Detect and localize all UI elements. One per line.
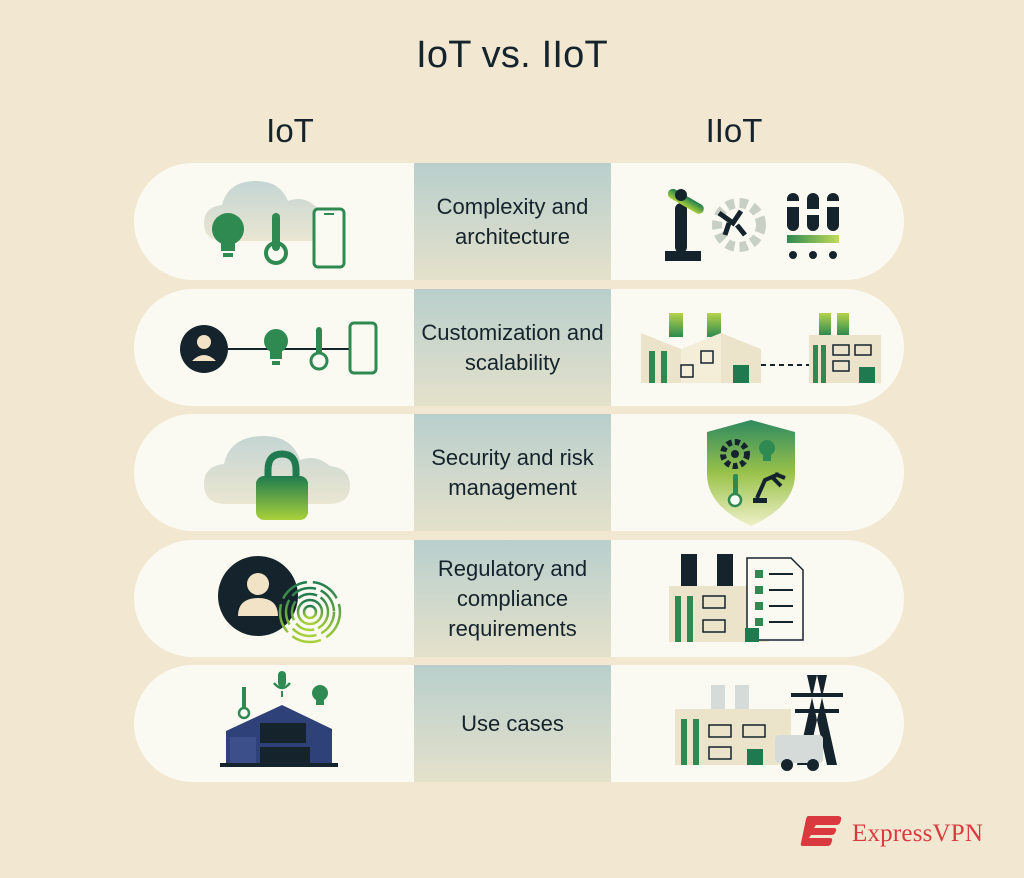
comparison-row-security: Security and risk management xyxy=(134,414,904,531)
row-label: Regulatory and compliance requirements xyxy=(437,555,588,641)
row-center-band xyxy=(414,163,611,280)
row-label: Complexity and architecture xyxy=(436,193,589,249)
row-center-band xyxy=(414,289,611,406)
column-header-iiot: IIoT xyxy=(705,112,763,149)
user-bulb-thermometer-phone-chain-icon xyxy=(164,289,384,406)
comparison-row-customization: Customization and scalability xyxy=(134,289,904,406)
shield-industrial-icon xyxy=(641,414,881,531)
brand-name: ExpressVPN xyxy=(852,819,984,847)
comparison-row-complexity: Complexity and architecture xyxy=(134,163,904,280)
expressvpn-logo-icon xyxy=(800,814,842,853)
row-center-band xyxy=(414,414,611,531)
cloud-lock-icon xyxy=(164,414,384,531)
expressvpn-brand: ExpressVPN xyxy=(800,814,983,853)
row-center-band xyxy=(414,540,611,657)
row-center-band xyxy=(414,665,611,782)
column-header-iot: IoT xyxy=(266,112,314,149)
cloud-bulb-thermometer-phone-icon xyxy=(164,163,384,280)
robot-arm-gear-sensors-icon xyxy=(641,163,881,280)
smart-home-icon xyxy=(164,665,384,782)
row-label: Use cases xyxy=(461,710,564,736)
factory-checklist-icon xyxy=(641,540,881,657)
comparison-row-regulatory: Regulatory and compliance requirements xyxy=(134,540,904,657)
comparison-row-use-cases: Use cases xyxy=(134,665,904,782)
user-fingerprint-icon xyxy=(164,540,384,657)
connected-factories-icon xyxy=(641,289,881,406)
row-label: Security and risk management xyxy=(431,444,594,500)
row-label: Customization and scalability xyxy=(421,319,604,375)
page-title: IoT vs. IIoT xyxy=(416,34,608,76)
factory-powerline-truck-icon xyxy=(641,665,881,782)
